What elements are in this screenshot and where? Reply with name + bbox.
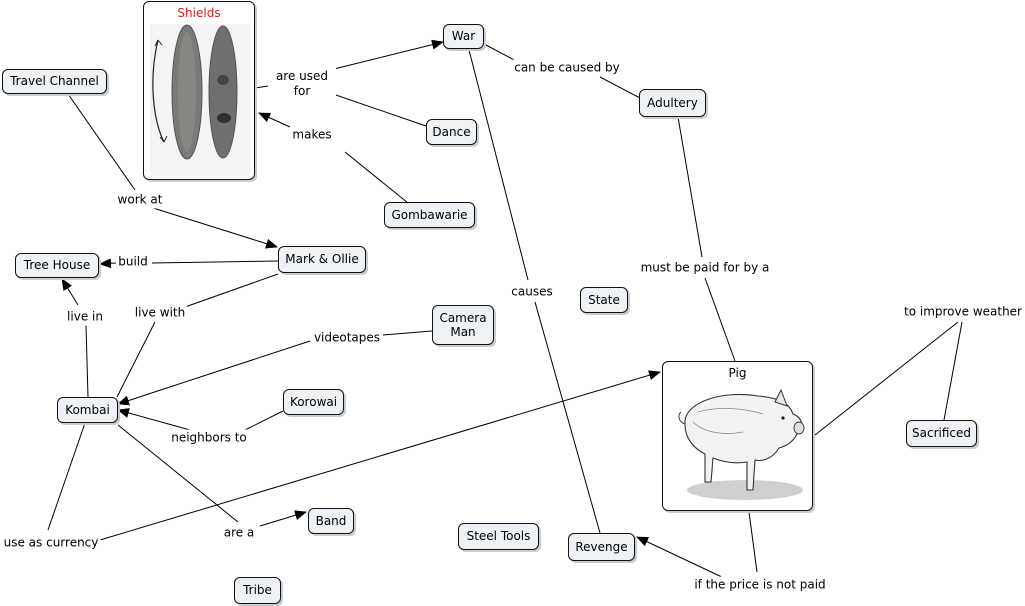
link-line	[814, 321, 959, 436]
node-kombai[interactable]: Kombai	[57, 397, 118, 423]
link-line	[534, 301, 601, 534]
node-camera-man[interactable]: Camera Man	[432, 305, 494, 345]
link-line	[184, 273, 279, 308]
node-travel-channel[interactable]: Travel Channel	[2, 69, 107, 94]
link-line	[47, 422, 86, 531]
link-line	[151, 260, 279, 264]
link-line	[244, 410, 284, 431]
link-line	[599, 76, 641, 99]
node-shields-title: Shields	[177, 6, 221, 20]
node-sacrificed[interactable]: Sacrificed	[906, 420, 977, 447]
node-shields[interactable]: Shields	[143, 1, 255, 180]
link-line	[943, 321, 963, 421]
link-line	[704, 277, 736, 362]
link-line	[258, 112, 291, 128]
node-mark-ollie[interactable]: Mark & Ollie	[278, 246, 366, 273]
link-label-causes[interactable]: causes	[509, 283, 555, 301]
node-pig[interactable]: Pig	[662, 361, 813, 511]
link-line	[99, 370, 661, 541]
link-label-neighbors-to[interactable]: neighbors to	[169, 429, 249, 447]
node-steel-tools[interactable]: Steel Tools	[458, 523, 539, 550]
link-line	[67, 93, 136, 191]
link-line	[149, 206, 278, 249]
node-state[interactable]: State	[580, 287, 628, 313]
node-band[interactable]: Band	[308, 508, 354, 534]
link-label-build[interactable]: build	[116, 253, 150, 271]
link-line	[636, 536, 725, 579]
link-line	[382, 330, 433, 336]
link-label-are-used-for[interactable]: are used for	[268, 68, 336, 100]
node-tribe[interactable]: Tribe	[234, 577, 281, 604]
link-line	[748, 511, 758, 573]
link-label-live-with[interactable]: live with	[132, 304, 188, 322]
link-line	[117, 340, 311, 406]
link-line	[61, 278, 79, 306]
link-line	[85, 324, 89, 398]
link-line	[329, 92, 427, 127]
link-line	[117, 408, 191, 431]
link-label-if-the-price-is-not-paid[interactable]: if the price is not paid	[692, 576, 828, 594]
link-label-are-a[interactable]: are a	[221, 524, 257, 542]
node-korowai[interactable]: Korowai	[283, 389, 344, 415]
link-line	[329, 39, 444, 71]
link-label-live-in[interactable]: live in	[65, 308, 105, 326]
link-label-makes[interactable]: makes	[290, 126, 334, 144]
link-line	[468, 49, 529, 281]
node-pig-title: Pig	[728, 366, 747, 380]
link-label-work-at[interactable]: work at	[115, 191, 165, 209]
link-label-can-be-caused-by[interactable]: can be caused by	[512, 59, 622, 77]
link-line	[99, 258, 117, 269]
node-dance[interactable]: Dance	[426, 119, 477, 145]
link-line	[117, 424, 239, 523]
link-label-must-be-paid-for-by-a[interactable]: must be paid for by a	[638, 259, 772, 277]
node-revenge[interactable]: Revenge	[568, 533, 635, 561]
shields-image	[150, 24, 250, 178]
link-line	[677, 116, 703, 258]
node-war[interactable]: War	[443, 24, 484, 49]
node-adultery[interactable]: Adultery	[639, 89, 706, 117]
node-gombawarie[interactable]: Gombawarie	[384, 202, 475, 228]
link-label-videotapes[interactable]: videotapes	[311, 329, 383, 347]
link-label-use-as-currency[interactable]: use as currency	[1, 534, 101, 552]
node-tree-house[interactable]: Tree House	[15, 253, 99, 278]
link-label-to-improve-weather[interactable]: to improve weather	[902, 303, 1024, 321]
pig-image	[678, 388, 805, 500]
link-line	[344, 151, 409, 204]
link-line	[116, 321, 156, 398]
link-line	[259, 510, 307, 527]
